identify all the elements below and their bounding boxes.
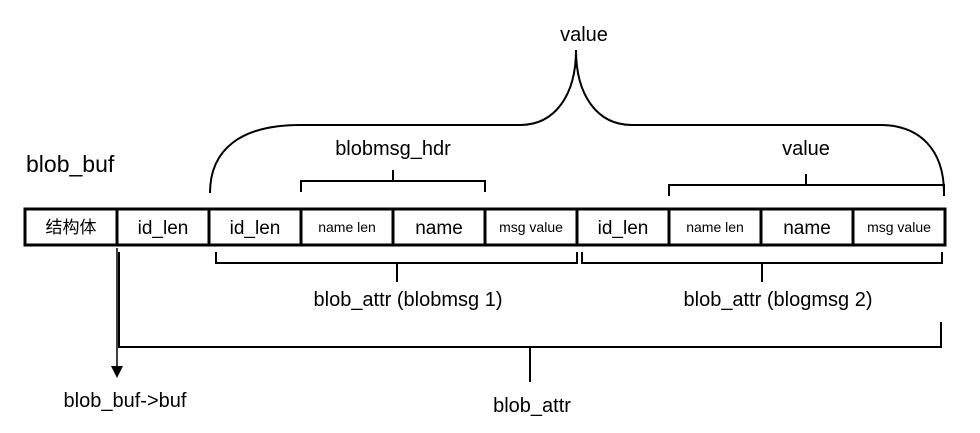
cell-msg-value: msg value: [867, 219, 931, 235]
cell-id-len: id_len: [230, 218, 281, 239]
inner-value-label: value: [782, 138, 830, 160]
inner-value-brace: [668, 174, 945, 196]
diagram-title: blob_buf: [26, 151, 115, 177]
blobmsg-hdr-label: blobmsg_hdr: [335, 138, 451, 160]
blob-attr-label: blob_attr: [493, 395, 571, 417]
cell-id-len: id_len: [138, 218, 189, 239]
cell-name-len: name len: [686, 219, 744, 235]
blob-attr-1-brace: [215, 252, 578, 282]
blob-attr-2-brace: [581, 252, 943, 282]
cell-id-len: id_len: [598, 218, 649, 239]
blobmsg-hdr-brace: [300, 170, 486, 192]
cell-name-len: name len: [318, 219, 376, 235]
value-top-label: value: [560, 24, 608, 46]
cell-struct: 结构体: [46, 218, 97, 238]
cell-msg-value: msg value: [499, 219, 563, 235]
cell-dividers: [115, 209, 855, 245]
buf-pointer-label: blob_buf->buf: [64, 390, 187, 412]
blob-attr-1-label: blob_attr (blobmsg 1): [314, 289, 503, 311]
blob-attr-2-label: blob_attr (blogmsg 2): [684, 289, 873, 311]
cell-name: name: [783, 218, 831, 239]
value-top-brace: [209, 49, 945, 194]
cell-name: name: [415, 218, 463, 239]
blob-attr-bottom-brace: [118, 252, 942, 382]
